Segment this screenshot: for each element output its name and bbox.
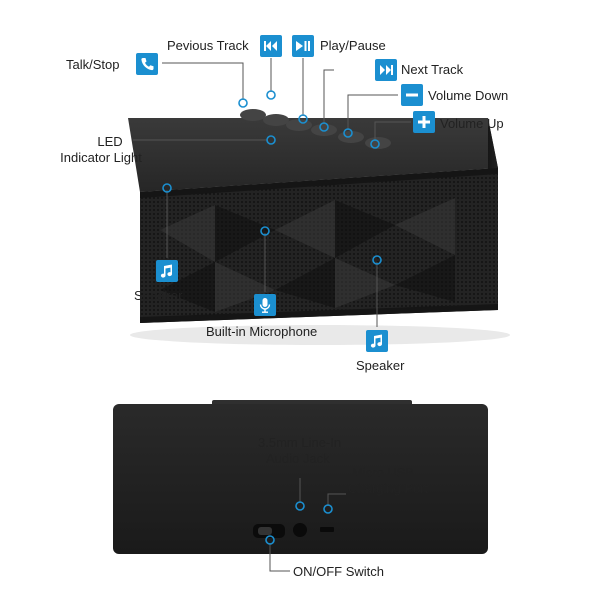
speaker-back-view [113,400,488,554]
previous-track-label: Pevious Track [167,38,249,53]
led-label-line2: Indicator Light [60,150,142,165]
volume-up-label: Volume Up [440,116,504,131]
onoff-switch-label: ON/OFF Switch [293,564,385,579]
microphone-label: Built-in Microphone [206,324,318,339]
leader-lines [133,58,411,572]
next-track-label: Next Track [401,62,464,77]
play-pause-icon [292,35,314,57]
line-in-jack [293,523,307,537]
speaker-grille-facets [160,198,455,312]
talk-stop-label: Talk/Stop [66,57,120,72]
speaker-top-face [128,118,498,192]
plus-icon [413,111,435,133]
speaker-left-label: Speaker [134,288,183,303]
top-control-buttons [240,109,391,149]
minus-icon [401,84,423,106]
micro-usb-label-line1: Micro USB [352,465,415,480]
line-in-label-line2: Audio Jack [266,451,330,466]
target-markers [162,90,382,545]
phone-icon [136,53,158,75]
speaker-right-label: Speaker [356,358,405,373]
next-track-icon [375,59,397,81]
microphone-icon [254,294,276,316]
speaker-front-view [128,109,510,345]
led-label-line1: LED [97,134,123,149]
music-note-icon [156,260,178,282]
volume-down-label: Volume Down [428,88,509,103]
play-pause-label: Play/Pause [320,38,386,53]
micro-usb-port [320,527,334,532]
micro-usb-label-line2: Charging Port [348,481,429,496]
previous-track-icon [260,35,282,57]
music-note-icon [366,330,388,352]
line-in-label-line1: 3.5mm Line-In [258,435,342,450]
